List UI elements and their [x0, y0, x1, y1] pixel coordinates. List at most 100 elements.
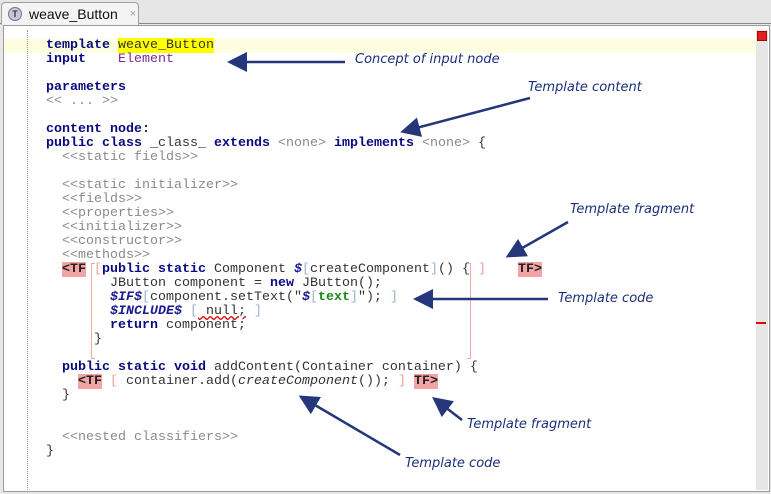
error-indicator-icon[interactable] [757, 31, 767, 41]
code-line[interactable]: input Element [46, 53, 542, 67]
code-line[interactable]: } [46, 333, 542, 347]
code-token: Component [213, 262, 294, 277]
code-token: extends [213, 136, 278, 151]
code-token: weave_Button [117, 38, 214, 53]
code-token: text [317, 290, 350, 305]
template-fragment-marker: <TF [78, 374, 102, 389]
code-token: { [477, 136, 486, 151]
code-token: <<static fields>> [46, 150, 198, 165]
code-line[interactable]: <<constructor>> [46, 235, 542, 249]
code-token: } [46, 332, 102, 347]
code-token: createComponent [237, 374, 358, 389]
code-token: <none> [277, 136, 334, 151]
code-token: $INCLUDE$ [110, 304, 182, 319]
code-token: createComponent [309, 262, 430, 277]
code-token: _class_ [149, 136, 214, 151]
code-line[interactable]: <TF [ container.add(createComponent()); … [46, 374, 542, 389]
code-token: JButton(); [301, 276, 382, 291]
code-token: container.add( [118, 374, 238, 389]
code-line[interactable]: <<properties>> [46, 207, 542, 221]
code-token: <<methods>> [46, 248, 150, 263]
code-token: new [269, 276, 302, 291]
code-line[interactable]: public static void addContent(Container … [46, 361, 542, 375]
template-icon: T [8, 7, 22, 21]
annotation-template-code-2: Template code [405, 456, 501, 471]
code-line[interactable]: parameters [46, 81, 542, 95]
code-line[interactable]: <<initializer>> [46, 221, 542, 235]
code-line[interactable]: return component; [46, 319, 542, 333]
code-line[interactable]: <<nested classifiers>> [46, 431, 542, 445]
code-line[interactable]: template weave_Button [46, 38, 542, 53]
code-token: ] [253, 304, 262, 319]
error-marker[interactable] [756, 322, 766, 324]
scrollbar[interactable] [756, 30, 768, 490]
code-token: [ [309, 290, 318, 305]
code-token: ] [429, 262, 438, 277]
code-token: } [46, 444, 54, 459]
code-token: content node: [46, 122, 150, 137]
code-token: [ [142, 290, 150, 305]
code-token: $ [301, 290, 310, 305]
code-line[interactable]: } [46, 389, 542, 403]
code-token: addContent(Container container) { [213, 360, 478, 375]
code-line[interactable]: << ... >> [46, 95, 542, 109]
arrow-template-content [400, 96, 531, 137]
code-line[interactable]: $INCLUDE$ [ null; ] [46, 305, 542, 319]
code-token: () { [437, 262, 478, 277]
code-line[interactable]: <TF [public static Component $[createCom… [46, 262, 542, 277]
template-fragment-marker: TF> [413, 374, 438, 389]
code-token: implements [333, 136, 422, 151]
code-line[interactable]: <<methods>> [46, 249, 542, 263]
code-line[interactable]: <<static initializer>> [46, 179, 542, 193]
code-line[interactable]: public class _class_ extends <none> impl… [46, 137, 542, 151]
code-token: $IF$ [110, 290, 142, 305]
code-token: ] [397, 374, 406, 389]
code-token: ()); [357, 374, 398, 389]
code-token: "); [357, 290, 390, 305]
code-token: <<constructor>> [46, 234, 182, 249]
template-fragment-marker: <TF [62, 262, 86, 277]
template-fragment-marker: TF> [517, 262, 542, 277]
code-token: << ... >> [46, 94, 118, 109]
annotation-template-fragment-1: Template fragment [570, 202, 695, 217]
fragment-bracket-left [91, 263, 95, 359]
code-line[interactable]: <<fields>> [46, 193, 542, 207]
code-token: <<initializer>> [46, 220, 182, 235]
tab-weave-button[interactable]: T weave_Button × [1, 2, 139, 25]
code-token: <<static initializer>> [46, 178, 238, 193]
annotation-template-fragment-2: Template fragment [467, 417, 592, 432]
code-token: ] [477, 262, 486, 277]
code-token: <<properties>> [46, 206, 174, 221]
code-line[interactable]: $IF$[component.setText("$[text]"); ] [46, 291, 542, 305]
code-token: template [46, 38, 118, 53]
code-line[interactable]: content node: [46, 123, 542, 137]
fragment-bracket-right [467, 263, 471, 359]
code-line[interactable]: JButton component = new JButton(); [46, 277, 542, 291]
code-line[interactable]: } [46, 445, 542, 459]
arrow-template-code-2 [298, 395, 401, 457]
code-token: <<nested classifiers>> [46, 430, 238, 445]
code-token: <<fields>> [46, 192, 142, 207]
tab-bar: T weave_Button × [0, 0, 771, 25]
code-token: JButton component = [46, 276, 270, 291]
code-token: [ [94, 262, 102, 277]
code-token: $ [293, 262, 302, 277]
code-line[interactable]: <<static fields>> [46, 151, 542, 165]
code-token: ] [389, 290, 398, 305]
close-icon[interactable]: × [129, 8, 137, 20]
code-token: [ [189, 304, 198, 319]
code-token: <none> [421, 136, 478, 151]
code-token: public static [102, 262, 214, 277]
code-token: [ [110, 374, 118, 389]
annotation-template-code-1: Template code [558, 291, 654, 306]
code-token: [ [301, 262, 310, 277]
tab-title: weave_Button [29, 6, 118, 22]
gutter-divider [27, 30, 28, 490]
code-token: public static void [62, 360, 214, 375]
code-token: component; [166, 318, 246, 333]
code-token: return [110, 318, 166, 333]
code-token: input [46, 52, 118, 67]
